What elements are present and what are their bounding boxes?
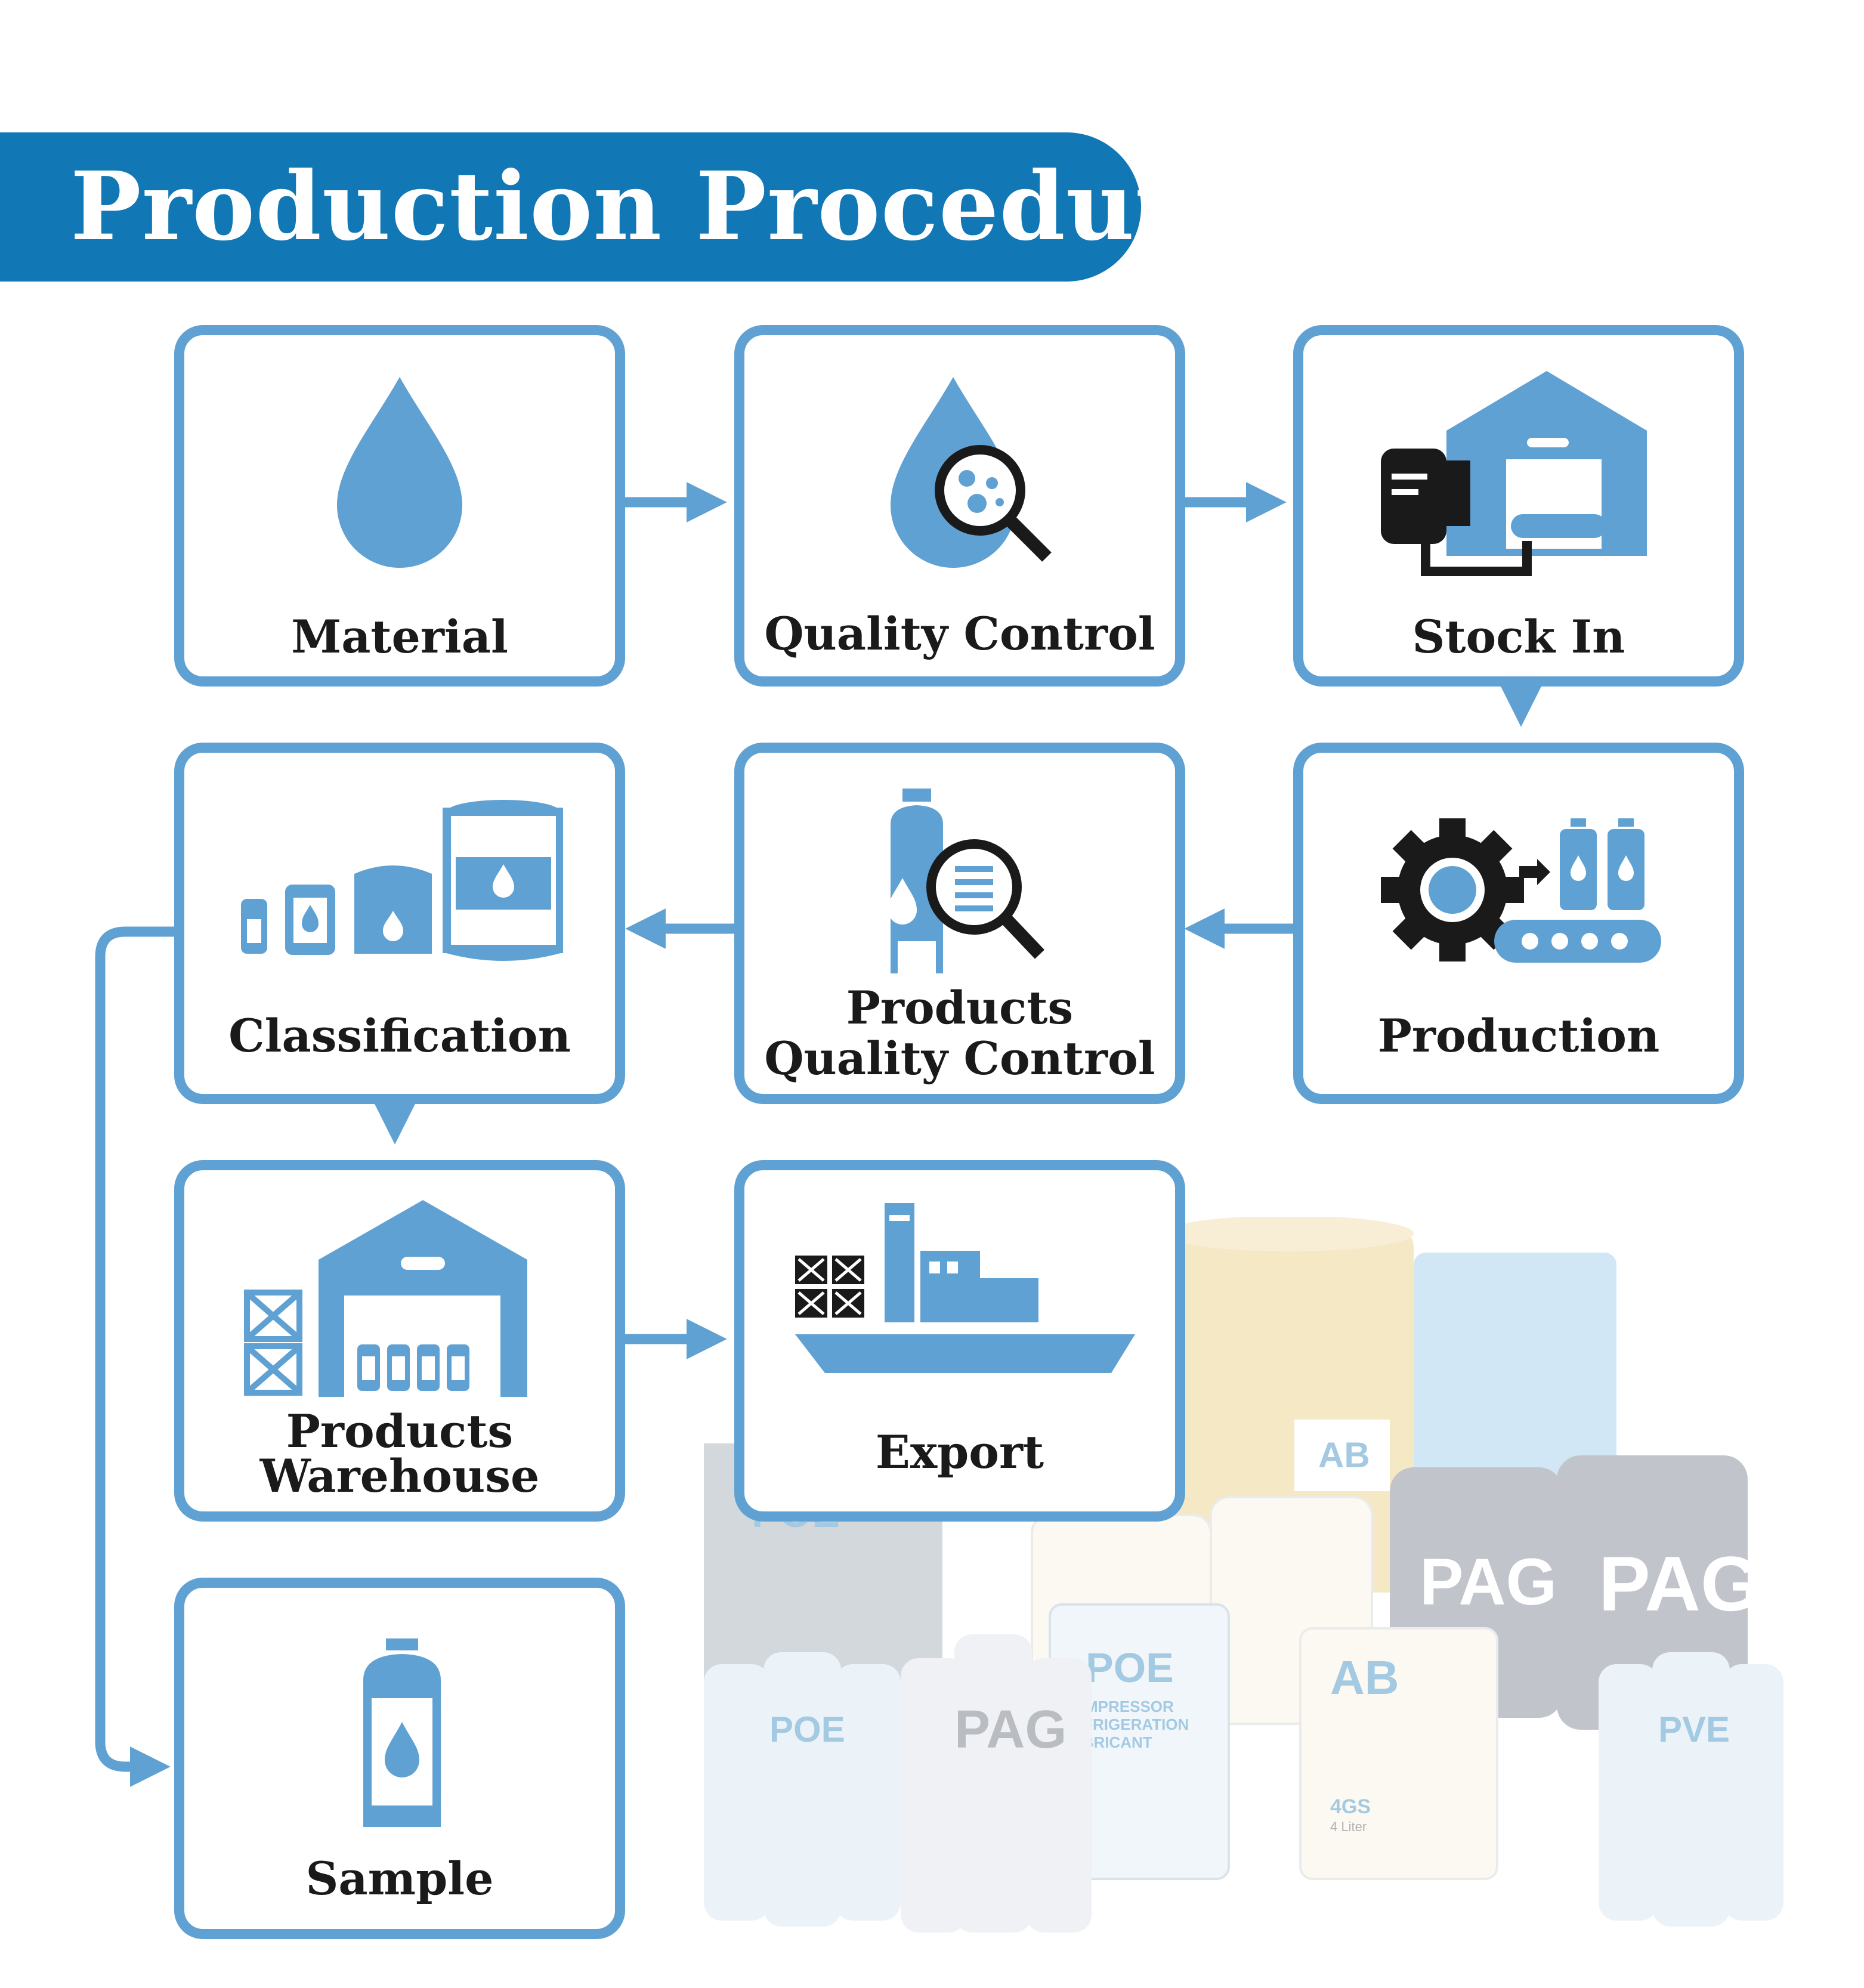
arrow-classification-to-sample [95,926,174,1787]
drum-yellow-top [1163,1217,1414,1251]
step-material-label: Material [291,610,508,663]
step-products-quality-control: Products Quality Control [734,743,1185,1104]
jug-poe-text: POE [1086,1644,1174,1691]
cargo-ship-icon [795,1203,1135,1373]
gear-conveyor-icon [1381,818,1661,963]
page-title: Production Procedure [70,152,1246,262]
drop-magnifier-icon [891,377,1052,568]
pail-pag-left-text: PAG [1420,1545,1557,1619]
bottle-pag-text: PAG [954,1700,1067,1760]
step-material: Material [174,325,625,687]
step-sample: Sample [174,1578,625,1939]
containers-icon [241,800,563,961]
step-classification: Classification [174,743,625,1104]
step-quality-control: Quality Control [734,325,1185,687]
jug-ab [1299,1627,1498,1880]
step-stock-in-label: Stock In [1412,610,1625,663]
step-stock-in: Stock In [1293,325,1744,687]
jug-poe [1049,1603,1230,1880]
drum-yellow [1163,1229,1414,1593]
sample-can-icon [363,1638,441,1827]
water-drop-icon [337,377,462,568]
jug-poe-line3: LUBRICANT [1062,1733,1152,1751]
can-magnifier-icon [891,789,1044,973]
step-quality-control-label: Quality Control [764,607,1155,660]
jug-ab-volume: 4 Liter [1330,1819,1367,1834]
bottle-pve-text: PVE [1658,1709,1730,1749]
bottle-pve-2 [1652,1652,1730,1927]
step-products-warehouse-label-line1: Products [286,1405,514,1458]
step-production-label: Production [1377,1009,1660,1062]
drum-label [1294,1420,1390,1491]
bottle-poe-3 [835,1664,901,1921]
bottle-pve-3 [1724,1664,1783,1921]
step-products-qc-label-line1: Products [846,981,1074,1034]
step-classification-label: Classification [228,1009,571,1062]
step-products-warehouse: Products Warehouse [174,1160,625,1522]
warehouse-truck-icon [1381,371,1647,576]
jug-poe-line1: COMPRESSOR [1062,1698,1174,1715]
jug-ab-grade: 4GS [1330,1795,1371,1818]
pail-pag-left [1390,1467,1563,1718]
bottle-poe-text: POE [769,1709,845,1749]
pail-pag-right-text: PAG [1599,1540,1761,1627]
pail-pag-right [1557,1455,1748,1730]
bottle-pve-1 [1599,1664,1658,1921]
step-sample-label: Sample [305,1852,494,1905]
step-export: Export [734,1160,1185,1522]
pail-white-2 [1210,1496,1373,1725]
jug-ab-text: AB [1330,1651,1399,1704]
step-production: Production [1293,743,1744,1104]
bottle-poe-2 [763,1652,841,1927]
drum-label-ab: AB [1318,1435,1370,1475]
jug-poe-line2: REFRIGERATION [1062,1715,1189,1733]
step-products-warehouse-label-line2: Warehouse [259,1449,540,1502]
drum-blue [1414,1253,1616,1563]
bottle-pag-1 [901,1658,966,1933]
title-banner [0,132,1141,282]
step-export-label: Export [875,1426,1044,1479]
bottle-poe-1 [704,1664,769,1921]
bottle-pag-2 [954,1634,1032,1933]
step-products-qc-label-line2: Quality Control [764,1032,1155,1085]
warehouse-crates-icon [244,1200,527,1397]
bottle-pag-3 [1026,1658,1092,1933]
